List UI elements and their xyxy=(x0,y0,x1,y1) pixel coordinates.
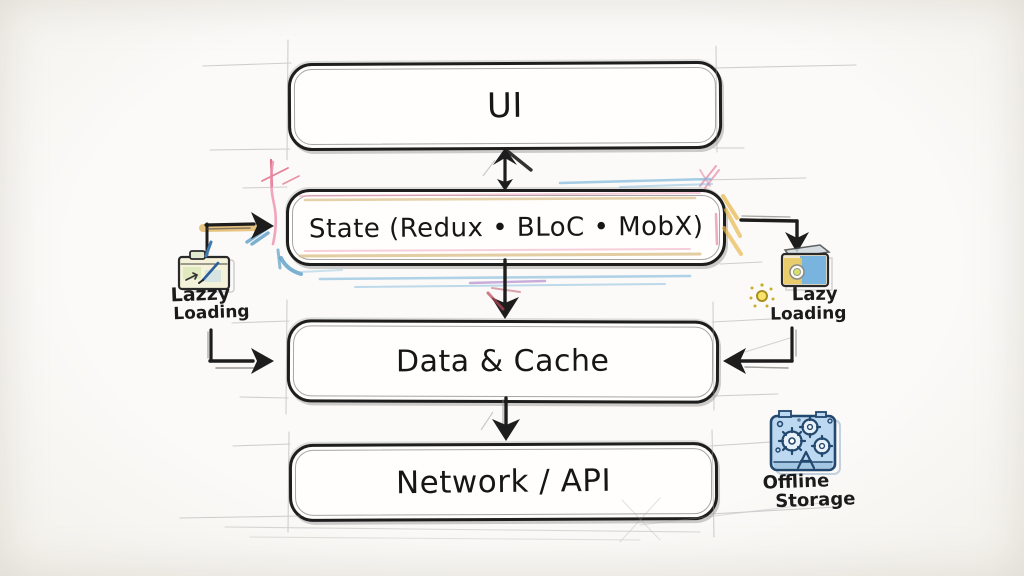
right-lazy-loading-line1: Lazy xyxy=(791,283,838,306)
box-network-api-label: Network / API xyxy=(395,462,612,502)
box-data-cache: Data & Cache xyxy=(286,319,720,404)
box-ui-label: UI xyxy=(486,85,524,127)
box-network-api: Network / API xyxy=(288,442,719,522)
box-state: State (Redux • BLoC • MobX) xyxy=(286,189,726,266)
box-ui: UI xyxy=(287,60,723,152)
arrow-state-data xyxy=(486,258,519,319)
right-lazy-loading-line2: Loading xyxy=(769,303,847,326)
box-data-cache-label: Data & Cache xyxy=(396,343,610,380)
arrow-left-lazy-data xyxy=(207,328,274,374)
offline-storage-label: Offline Storage xyxy=(762,470,856,513)
offline-storage-gears-icon xyxy=(769,410,841,475)
arrow-right-lazy-data xyxy=(723,326,797,374)
arrow-ui-state xyxy=(482,148,533,191)
arrow-state-right-lazy xyxy=(739,215,809,253)
left-lazy-loading-label: Lazzy Loading xyxy=(170,282,250,325)
arrow-data-network xyxy=(480,396,520,441)
box-state-label: State (Redux • BLoC • MobX) xyxy=(308,211,704,244)
left-lazy-loading-line2: Loading xyxy=(173,302,250,325)
offline-storage-line2: Storage xyxy=(774,488,856,513)
arrow-left-lazy-state xyxy=(199,212,274,256)
right-lazy-loading-label: Lazy Loading xyxy=(769,283,847,326)
